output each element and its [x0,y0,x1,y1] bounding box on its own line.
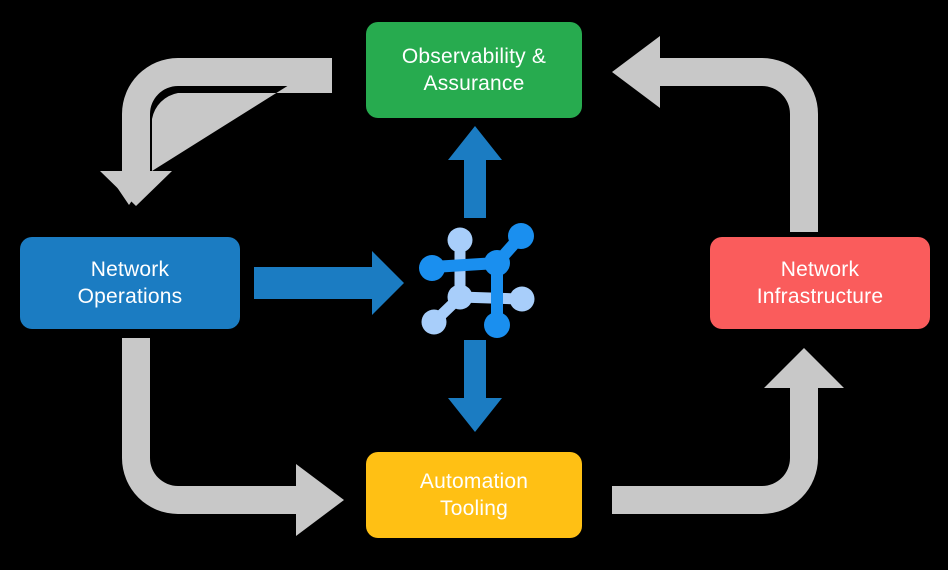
node-topright [508,223,534,249]
node-bottom [484,312,510,338]
arrow-center-to-observability [448,126,502,218]
arrow-observability-to-operations-shape [100,58,332,206]
arrow-center-to-automation [448,340,502,432]
node-hub [484,250,510,276]
network-icon-edges [427,230,527,330]
node-label-operations: Network Operations [77,257,183,308]
node-box-automation[interactable]: Automation Tooling [366,452,582,538]
arrow-operations-to-center [254,251,404,315]
arrow-automation-to-infrastructure [612,348,844,514]
network-icon-nodes [419,223,535,338]
node-box-operations[interactable]: Network Operations [20,237,240,329]
node-label-infrastructure: Network Infrastructure [756,257,884,308]
node-left [419,255,445,281]
arrow-infrastructure-to-observability [612,36,818,232]
node-label-observability: Observability & Assurance [401,44,547,95]
node-box-infrastructure[interactable]: Network Infrastructure [710,237,930,329]
node-label-automation: Automation Tooling [419,469,529,520]
node-bottomleft [421,309,447,335]
node-right [509,286,535,312]
node-topleft [447,227,473,253]
node-lowerleft [447,284,473,310]
arrow-operations-to-automation [122,338,344,536]
node-box-observability[interactable]: Observability & Assurance [366,22,582,118]
